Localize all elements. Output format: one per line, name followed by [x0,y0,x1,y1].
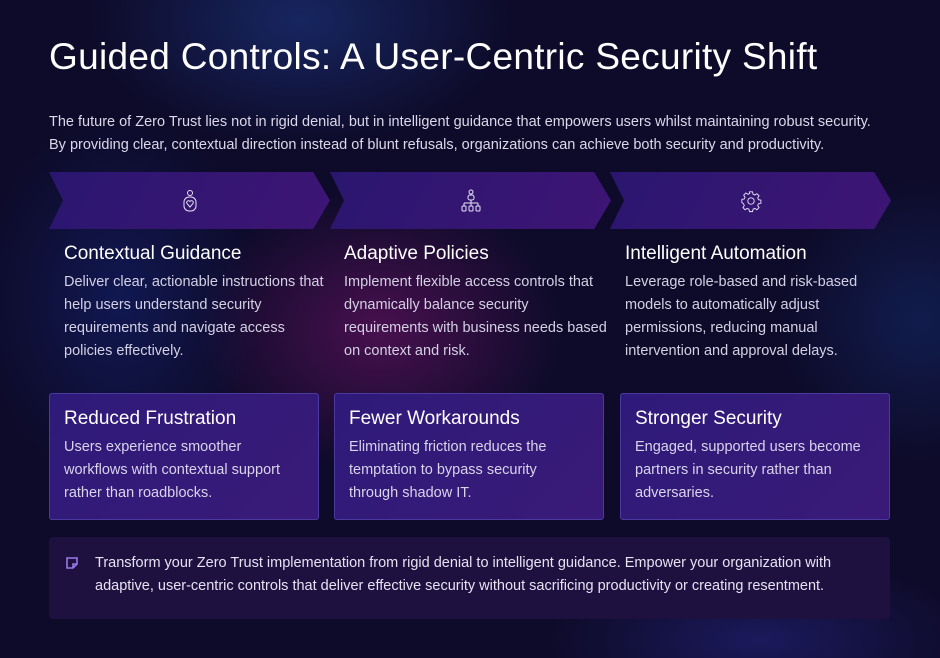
benefit-card-stronger-security: Stronger Security Engaged, supported use… [620,393,890,520]
pillar-text: Deliver clear, actionable instructions t… [64,274,324,359]
benefit-title: Stronger Security [635,408,782,429]
benefit-text: Eliminating friction reduces the temptat… [349,439,547,501]
benefit-title: Fewer Workarounds [349,408,520,429]
pillar-banner-1 [49,172,330,229]
note-icon [66,557,78,569]
org-chart-icon [461,189,480,211]
intro-text: The future of Zero Trust lies not in rig… [49,114,871,153]
pillar-title: Intelligent Automation [625,243,807,264]
benefit-card-fewer-workarounds: Fewer Workarounds Eliminating friction r… [334,393,604,520]
person-heart-icon [183,189,196,211]
pillar-title: Contextual Guidance [64,243,242,264]
pillar-text: Leverage role-based and risk-based model… [625,274,858,359]
pillar-banner-3 [610,172,891,229]
benefit-text: Users experience smoother workflows with… [64,439,280,501]
pillar-contextual-guidance: Contextual Guidance Deliver clear, actio… [64,243,329,363]
benefit-text: Engaged, supported users become partners… [635,439,861,501]
pillar-adaptive-policies: Adaptive Policies Implement flexible acc… [344,243,609,363]
pillar-intelligent-automation: Intelligent Automation Leverage role-bas… [625,243,890,363]
callout-text: Transform your Zero Trust implementation… [95,555,832,594]
pillar-title: Adaptive Policies [344,243,489,264]
callout-box: Transform your Zero Trust implementation… [49,537,890,619]
benefit-title: Reduced Frustration [64,408,237,429]
gear-icon [740,190,761,212]
benefit-card-reduced-frustration: Reduced Frustration Users experience smo… [49,393,319,520]
page-title: Guided Controls: A User-Centric Security… [49,36,818,77]
pillar-text: Implement flexible access controls that … [344,274,607,359]
pillar-banner-2 [330,172,611,229]
